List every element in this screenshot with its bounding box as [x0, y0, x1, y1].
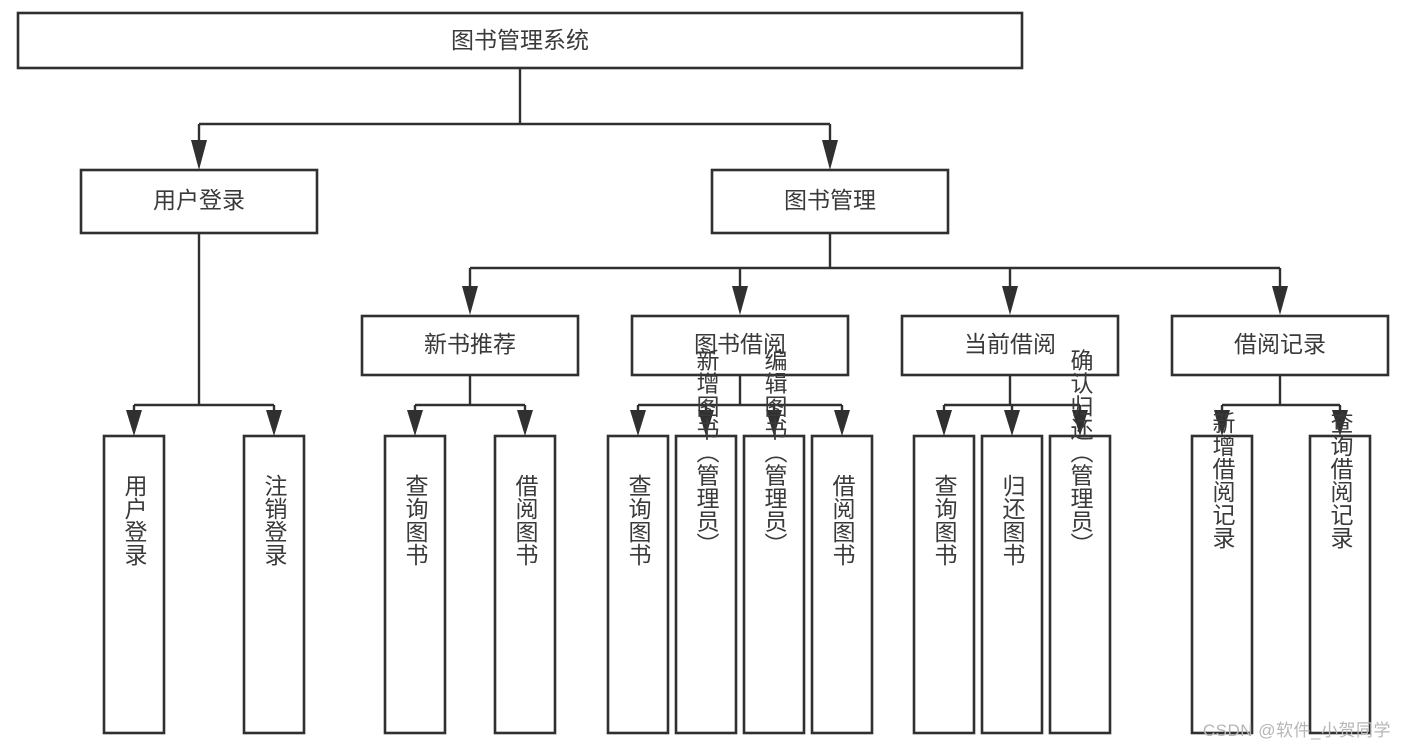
connectors-bookmanage-to-level3	[462, 233, 1288, 315]
leaf-borrowrecord-add[interactable]: 新增借阅记录	[1190, 411, 1254, 735]
leaf-currentborrow-query-label: 查询图书	[931, 474, 958, 566]
leaf-bookborrow-edit-box[interactable]	[742, 434, 806, 735]
leaf-newbook-query-label: 查询图书	[402, 474, 429, 566]
node-book-borrow-box[interactable]	[630, 314, 850, 377]
arrowhead-bookborrow	[732, 286, 748, 315]
leaf-bookborrow-borrow-label: 借阅图书	[829, 474, 856, 566]
arrowhead-newbook-leaf2	[517, 410, 533, 436]
leaf-borrowrecord-add-box[interactable]	[1190, 434, 1254, 735]
leaf-bookborrow-add-box[interactable]	[674, 434, 738, 735]
leaf-user-login-logout[interactable]: 注销登录	[242, 434, 306, 735]
connectors-currentborrow-to-leaves	[936, 375, 1088, 436]
arrowhead-leaf-logout	[266, 410, 282, 436]
node-new-book-recommend[interactable]: 新书推荐	[360, 314, 580, 377]
node-new-book-recommend-label: 新书推荐	[424, 331, 516, 357]
arrowhead-leaf-user-login	[126, 410, 142, 436]
leaf-user-login-login-box[interactable]	[102, 434, 166, 735]
connectors-bookborrow-to-leaves	[630, 375, 850, 436]
leaf-borrowrecord-query[interactable]: 查询借阅记录	[1308, 411, 1372, 735]
arrowhead-currentborrow	[1002, 286, 1018, 315]
leaf-currentborrow-query[interactable]: 查询图书	[912, 434, 976, 735]
leaf-currentborrow-query-box[interactable]	[912, 434, 976, 735]
connectors-root-to-level2	[191, 68, 838, 170]
leaf-bookborrow-borrow[interactable]: 借阅图书	[810, 434, 874, 735]
arrowhead-bookborrow-leaf4	[834, 410, 850, 436]
arrowhead-book-manage	[822, 140, 838, 170]
leaf-user-login-login[interactable]: 用户登录	[102, 434, 166, 735]
arrowhead-bookborrow-leaf1	[630, 410, 646, 436]
connectors-newbook-to-leaves	[407, 375, 533, 436]
leaf-newbook-borrow-box[interactable]	[493, 434, 557, 735]
node-borrow-record-box[interactable]	[1170, 314, 1390, 377]
leaf-user-login-logout-box[interactable]	[242, 434, 306, 735]
leaf-newbook-borrow[interactable]: 借阅图书	[493, 434, 557, 735]
leaf-currentborrow-confirm-box[interactable]	[1048, 434, 1112, 735]
connectors-borrowrecord-to-leaves	[1214, 375, 1348, 436]
leaf-newbook-query-box[interactable]	[383, 434, 447, 735]
arrowhead-borrowrecord	[1272, 286, 1288, 315]
node-new-book-recommend-box[interactable]	[360, 314, 580, 377]
node-book-manage-label: 图书管理	[784, 187, 876, 213]
arrowhead-currentborrow-leaf3	[1072, 410, 1088, 436]
arrowhead-currentborrow-leaf1	[936, 410, 952, 436]
leaf-currentborrow-return-label: 归还图书	[999, 474, 1026, 566]
leaf-bookborrow-query-label: 查询图书	[625, 474, 652, 566]
leaf-bookborrow-edit[interactable]: 编辑图书（管理员）	[742, 349, 806, 735]
leaf-bookborrow-add-label: 新增图书（管理员）	[693, 349, 720, 556]
leaf-borrowrecord-add-label: 新增借阅记录	[1209, 411, 1236, 549]
arrowhead-bookborrow-leaf2	[698, 410, 714, 436]
leaf-currentborrow-return-box[interactable]	[980, 434, 1044, 735]
leaf-user-login-login-label: 用户登录	[121, 474, 148, 566]
csdn-watermark: CSDN @软件_小贺同学	[1202, 721, 1391, 740]
leaf-currentborrow-confirm[interactable]: 确认归还（管理员）	[1048, 349, 1112, 735]
arrowhead-bookborrow-leaf3	[766, 410, 782, 436]
node-root-system[interactable]: 图书管理系统	[16, 11, 1024, 70]
arrowhead-borrowrecord-leaf2	[1332, 410, 1348, 436]
node-root-label: 图书管理系统	[451, 27, 589, 53]
node-book-borrow-label: 图书借阅	[694, 331, 786, 357]
node-book-manage[interactable]: 图书管理	[710, 168, 950, 235]
arrowhead-user-login	[191, 140, 207, 170]
arrowhead-newbook-leaf1	[407, 410, 423, 436]
node-user-login-box[interactable]	[79, 168, 319, 235]
node-current-borrow-box[interactable]	[900, 314, 1120, 377]
leaf-bookborrow-edit-label: 编辑图书（管理员）	[761, 349, 788, 556]
leaf-newbook-borrow-label: 借阅图书	[512, 474, 539, 566]
connectors-userlogin-to-leaves	[126, 233, 282, 436]
leaf-currentborrow-confirm-label: 确认归还（管理员）	[1067, 349, 1094, 556]
node-borrow-record[interactable]: 借阅记录	[1170, 314, 1390, 377]
leaf-newbook-query[interactable]: 查询图书	[383, 434, 447, 735]
arrowhead-borrowrecord-leaf1	[1214, 410, 1230, 436]
leaf-borrowrecord-query-box[interactable]	[1308, 434, 1372, 735]
node-root-box[interactable]	[16, 11, 1024, 70]
node-borrow-record-label: 借阅记录	[1234, 331, 1326, 357]
leaf-bookborrow-add[interactable]: 新增图书（管理员）	[674, 349, 738, 735]
node-user-login[interactable]: 用户登录	[79, 168, 319, 235]
arrowhead-currentborrow-leaf2	[1004, 410, 1020, 436]
leaf-bookborrow-borrow-box[interactable]	[810, 434, 874, 735]
leaf-borrowrecord-query-label: 查询借阅记录	[1327, 411, 1354, 549]
leaf-user-login-logout-label: 注销登录	[261, 474, 288, 566]
node-book-borrow[interactable]: 图书借阅	[630, 314, 850, 377]
node-book-manage-box[interactable]	[710, 168, 950, 235]
node-current-borrow-label: 当前借阅	[964, 331, 1056, 357]
arrowhead-newbook	[462, 286, 478, 315]
node-current-borrow[interactable]: 当前借阅	[900, 314, 1120, 377]
node-user-login-label: 用户登录	[153, 187, 245, 213]
leaf-currentborrow-return[interactable]: 归还图书	[980, 434, 1044, 735]
leaf-bookborrow-query[interactable]: 查询图书	[606, 434, 670, 735]
leaf-bookborrow-query-box[interactable]	[606, 434, 670, 735]
